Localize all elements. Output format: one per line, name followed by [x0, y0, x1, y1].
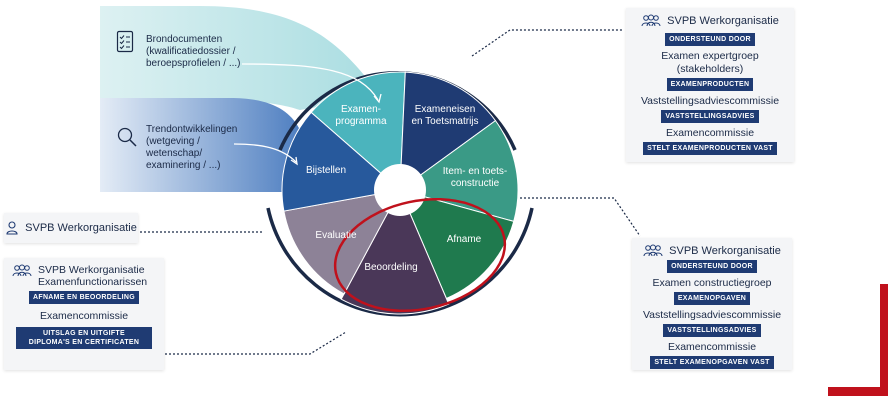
- segment-examenprogramma: [310, 71, 406, 192]
- segment-afname: [399, 189, 515, 300]
- right-bottom-card: SVPB Werkorganisatie ONDERSTEUND DOOR Ex…: [632, 238, 792, 370]
- segment-label-evaluatie: Evaluatie: [315, 230, 357, 241]
- right-bottom-badge-ondersteund: ONDERSTEUND DOOR: [667, 260, 757, 273]
- source-band-top: [100, 6, 380, 110]
- people-group-icon: [12, 264, 32, 277]
- right-bottom-constructiegroep: Examen constructiegroep: [652, 277, 772, 289]
- corner-accent: [828, 284, 888, 396]
- segment-label-examenprogramma: Examen-programma: [335, 104, 387, 127]
- right-bottom-badge-stelt: STELT EXAMENOPGAVEN VAST: [650, 356, 774, 369]
- segment-label-beoordeling: Beoordeling: [364, 262, 418, 273]
- source-arrow-2: [233, 143, 298, 166]
- segment-bijstellen: [281, 111, 402, 212]
- people-group-icon: [641, 14, 661, 27]
- people-group-icon: [643, 244, 663, 257]
- segment-beoordeling: [340, 188, 450, 315]
- left-card: SVPB Werkorganisatie Examenfunctionariss…: [4, 258, 164, 370]
- right-bottom-badge-examenopgaven: EXAMENOPGAVEN: [673, 292, 751, 305]
- source-arrow-1: [241, 63, 382, 104]
- right-bottom-vaststellings: Vaststellingsadviescommissie: [642, 309, 782, 321]
- outer-ring-bottom: [266, 207, 534, 317]
- right-top-examencommissie: Examencommissie: [665, 127, 755, 139]
- segment-exameneisen: [399, 71, 497, 192]
- left-card-subtitle: Examenfunctionarissen: [38, 276, 148, 288]
- left-small-card: SVPB Werkorganisatie: [4, 213, 138, 243]
- right-top-badge-vaststellingsadvies: VASTSTELLINGSADVIES: [661, 110, 759, 123]
- right-top-expertgroep: Examen expertgroep(stakeholders): [661, 50, 759, 75]
- right-top-badge-examenproducten: EXAMENPRODUCTEN: [666, 78, 754, 91]
- right-top-card-title: SVPB Werkorganisatie: [667, 15, 779, 27]
- exam-cycle-diagram: [266, 71, 534, 317]
- segment-label-afname: Afname: [446, 234, 482, 245]
- source-band-bottom: [100, 98, 300, 192]
- left-card-title: SVPB Werkorganisatie: [38, 264, 145, 276]
- right-top-card: SVPB Werkorganisatie ONDERSTEUND DOOR Ex…: [626, 8, 794, 162]
- source-documents-text: Brondocumenten(kwalificatiedossier /bero…: [146, 34, 241, 69]
- highlight-ellipse: [333, 197, 507, 313]
- left-card-examencommissie: Examencommissie: [39, 310, 129, 322]
- right-bottom-card-title: SVPB Werkorganisatie: [669, 245, 781, 257]
- left-card-badge-afname: AFNAME EN BEOORDELING: [29, 291, 139, 304]
- segment-item-constructie: [398, 119, 519, 223]
- magnifier-icon: [117, 127, 137, 147]
- document-checklist-icon: [116, 30, 134, 53]
- segment-label-bijstellen: Bijstellen: [305, 165, 347, 176]
- right-bottom-badge-vaststellingsadvies: VASTSTELLINGSADVIES: [663, 324, 761, 337]
- left-small-card-title: SVPB Werkorganisatie: [25, 222, 137, 234]
- source-trends-text: Trendontwikkelingen(wetgeving /wetenscha…: [146, 124, 238, 171]
- cycle-center: [374, 164, 426, 216]
- segment-label-item-constructie: Item- en toets-constructie: [442, 166, 508, 189]
- right-bottom-examencommissie: Examencommissie: [667, 341, 757, 353]
- right-top-vaststellings: Vaststellingsadviescommissie: [640, 95, 780, 107]
- right-top-badge-stelt: STELT EXAMENPRODUCTEN VAST: [643, 142, 777, 155]
- person-icon: [6, 221, 18, 235]
- right-top-badge-ondersteund: ONDERSTEUND DOOR: [665, 33, 755, 46]
